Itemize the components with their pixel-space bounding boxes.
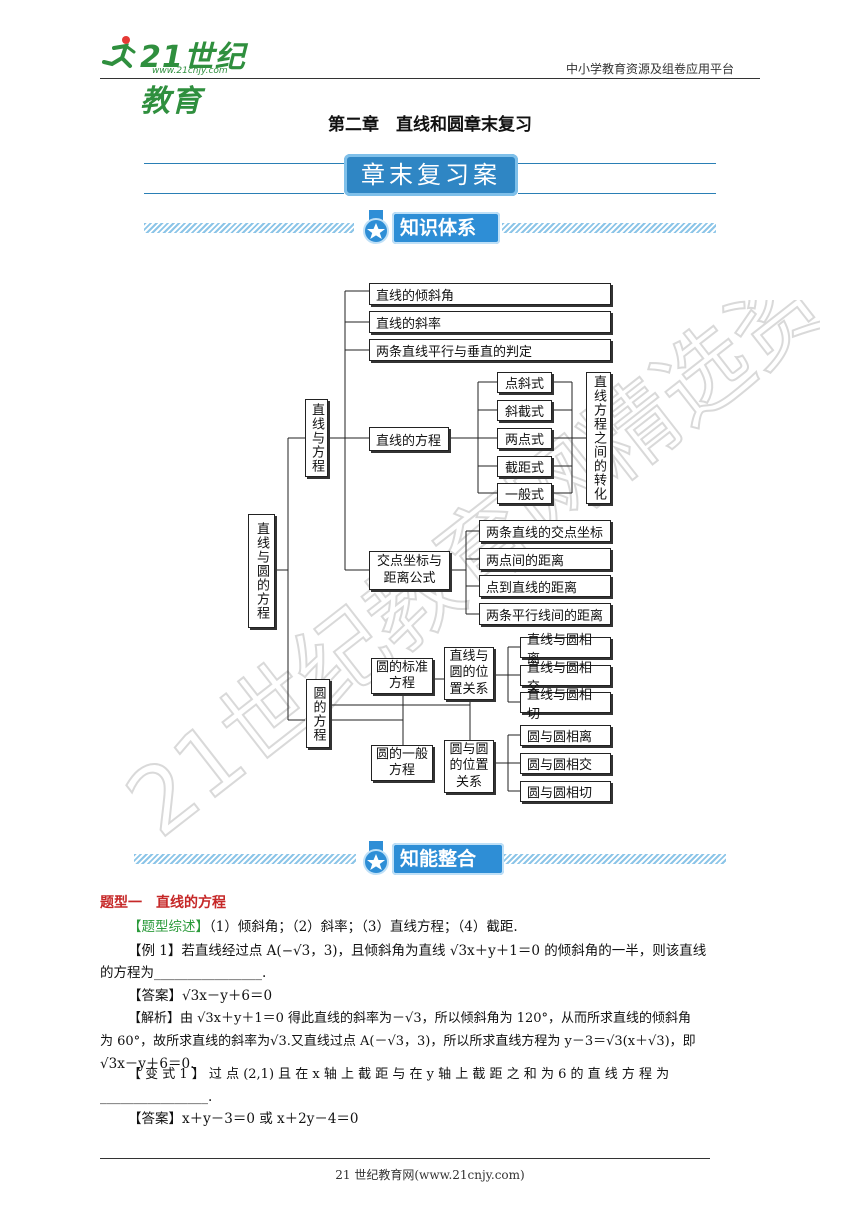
- node-two-point: 两点式: [497, 428, 552, 449]
- node-intersection-point: 两条直线的交点坐标: [479, 520, 611, 542]
- node-general: 一般式: [497, 483, 552, 504]
- node-inclination: 直线的倾斜角: [369, 283, 611, 305]
- chapter-banner: 章末复习案: [344, 154, 518, 196]
- platform-name: 中小学教育资源及组卷应用平台: [566, 62, 735, 76]
- answer-2: 【答案】x＋y－3＝0 或 x＋2y－4＝0: [128, 1111, 359, 1127]
- node-slope: 直线的斜率: [369, 311, 611, 333]
- footer-text: 21 世纪教育网(www.21cnjy.com): [335, 1168, 525, 1182]
- node-lc-separate: 直线与圆相离: [520, 633, 611, 667]
- banner-rule-right-bottom: [518, 193, 716, 194]
- section2-hatch-right: [504, 854, 726, 864]
- logo: 21世纪教育 www.21cnjy.com: [100, 30, 270, 119]
- node-root: 直线与圆的方程: [248, 514, 275, 628]
- medal-icon: [363, 210, 389, 244]
- section-title-knowledge: 知识体系: [392, 212, 500, 244]
- node-point-line-distance: 点到直线的距离: [479, 575, 611, 597]
- node-parallel-perpendicular: 两条直线平行与垂直的判定: [369, 339, 611, 361]
- node-cc-separate: 圆与圆相离: [520, 725, 611, 746]
- example-1-line2: 的方程为________________.: [100, 965, 267, 981]
- node-circle-standard: 圆的标准方程: [371, 658, 433, 694]
- node-intersection-distance: 交点坐标与距离公式: [369, 551, 450, 590]
- topic-heading: 题型一 直线的方程: [100, 895, 226, 911]
- node-branch-line: 直线与方程: [305, 399, 328, 477]
- node-lc-intersect: 直线与圆相交: [520, 661, 611, 695]
- topic-summary: 【题型综述】（1）倾斜角；（2）斜率；（3）直线方程；（4）截距.: [128, 916, 768, 938]
- logo-text: 21世纪教育: [140, 40, 246, 119]
- banner-rule-left: [144, 163, 344, 164]
- node-two-point-distance: 两点间的距离: [479, 548, 611, 570]
- node-cc-tangent: 圆与圆相切: [520, 781, 611, 802]
- analysis-line3: √3x－y＋6＝0.: [100, 1056, 195, 1072]
- variant-1-line2: ________________.: [100, 1089, 213, 1105]
- node-line-equation: 直线的方程: [369, 427, 449, 451]
- summary-text: （1）倾斜角；（2）斜率；（3）直线方程；（4）截距.: [209, 919, 518, 935]
- example-1-line1: 若直线经过点 A(−√3，3)，且倾斜角为直线 √3x＋y＋1＝0 的倾斜角的一…: [181, 943, 707, 959]
- page-title: 第二章 直线和圆章末复习: [328, 115, 532, 135]
- node-branch-circle: 圆的方程: [306, 679, 330, 748]
- node-conversion: 直线方程之间的转化: [586, 372, 611, 504]
- node-intercept: 截距式: [497, 456, 552, 477]
- node-line-circle-relation: 直线与圆的位置关系: [444, 647, 494, 700]
- section-title-integration: 知能整合: [392, 843, 504, 875]
- section-hatch-right: [502, 223, 716, 233]
- medal-icon-2: [363, 841, 389, 875]
- example-1: 【例 1】若直线经过点 A(−√3，3)，且倾斜角为直线 √3x＋y＋1＝0 的…: [128, 940, 768, 962]
- variant-1-line1: 【 变 式 1 】 过 点 (2,1) 且 在 x 轴 上 截 距 与 在 y …: [128, 1067, 670, 1082]
- analysis-line2: 为 60°，故所求直线的斜率为√3.又直线过点 A(－√3，3)，所以所求直线方…: [100, 1034, 696, 1049]
- node-cc-intersect: 圆与圆相交: [520, 753, 611, 774]
- summary-label: 【题型综述】: [128, 919, 209, 935]
- section-hatch-left: [144, 223, 354, 233]
- logo-url: www.21cnjy.com: [152, 66, 228, 76]
- footer-rule: [100, 1158, 710, 1159]
- node-lc-tangent: 直线与圆相切: [520, 688, 611, 722]
- runner-icon: [102, 36, 136, 68]
- node-point-slope: 点斜式: [497, 372, 552, 393]
- banner-rule-right: [518, 163, 716, 164]
- banner-rule-left-bottom: [144, 193, 344, 194]
- answer-1: 【答案】√3x－y＋6＝0: [128, 988, 273, 1004]
- header-rule: [100, 78, 760, 79]
- analysis-line1: 【解析】由 √3x＋y＋1＝0 得此直线的斜率为－√3，所以倾斜角为 120°，…: [128, 1011, 692, 1026]
- example-1-label: 【例 1】: [128, 943, 182, 959]
- node-parallel-distance: 两条平行线间的距离: [479, 603, 611, 625]
- node-circle-circle-relation: 圆与圆的位置关系: [444, 740, 494, 793]
- section2-hatch-left: [134, 854, 356, 864]
- node-circle-general: 圆的一般方程: [371, 745, 433, 781]
- node-slope-intercept: 斜截式: [497, 400, 552, 421]
